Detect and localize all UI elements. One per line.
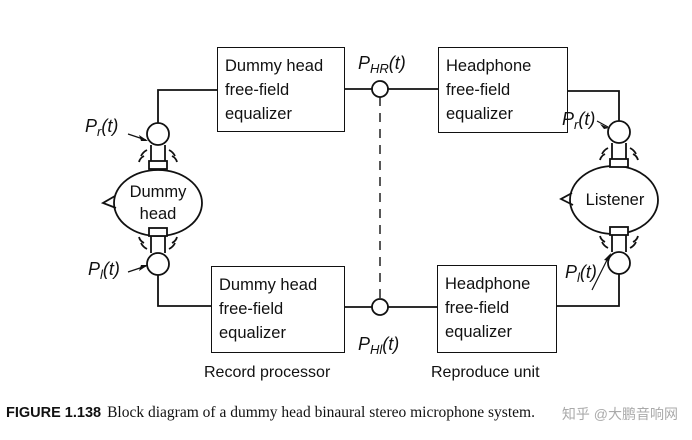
box-line: free-field (219, 300, 284, 318)
reproduce-top-equalizer-box: Headphone free-field equalizer (438, 47, 568, 133)
signal-sub: Hl (370, 342, 383, 357)
box-line: equalizer (446, 105, 513, 123)
box-line: equalizer (225, 105, 292, 123)
signal-p: P (85, 116, 98, 136)
box-line: Headphone (445, 275, 531, 293)
box-line: Dummy head (219, 276, 318, 294)
watermark: 知乎 @大鹏音响网 (561, 406, 678, 422)
figure-caption-text: Block diagram of a dummy head binaural s… (107, 404, 535, 421)
signal-time: (t) (579, 262, 597, 282)
signal-p: P (562, 109, 575, 129)
wire-listener-bottom (557, 274, 620, 307)
junction-hl (371, 298, 389, 316)
signal-label-pl-left: Pl(t) (88, 259, 120, 282)
arrowhead-pl-left (139, 265, 148, 271)
dummy-right-microphone (138, 122, 178, 170)
leader-pr-right (596, 120, 609, 128)
signal-time: (t) (101, 116, 119, 136)
figure-caption-label: FIGURE 1.138 (6, 405, 102, 421)
signal-time: (t) (102, 259, 120, 279)
box-line: free-field (445, 299, 510, 317)
wire-dummy-bottom (157, 275, 211, 307)
record-processor-label: Record processor (204, 364, 331, 381)
signal-time: (t) (382, 334, 400, 354)
wire-dummy-top (157, 89, 217, 123)
record-bottom-equalizer-box: Dummy head free-field equalizer (211, 266, 345, 353)
listener-nose (559, 192, 574, 206)
arrowhead-pr-left (139, 135, 148, 141)
listener-label: Listener (585, 191, 645, 209)
signal-sub: r (97, 124, 102, 139)
dummy-head-label: Dummy head (118, 181, 198, 225)
signal-p: P (88, 259, 101, 279)
dummy-head-label-line: Dummy (129, 183, 187, 201)
record-top-equalizer-box: Dummy head free-field equalizer (217, 47, 345, 132)
signal-label-phl: PHl(t) (358, 334, 399, 357)
reproduce-unit-label: Reproduce unit (431, 364, 540, 381)
signal-sub: l (577, 270, 580, 285)
signal-sub: HR (370, 61, 389, 76)
junction-hr (371, 80, 389, 98)
signal-p: P (358, 334, 371, 354)
box-line: Dummy head (225, 57, 324, 75)
box-line: free-field (446, 81, 511, 99)
box-line: free-field (225, 81, 290, 99)
arrowhead-pl-right (604, 253, 611, 261)
box-line: equalizer (445, 323, 512, 341)
figure-caption: FIGURE 1.138 Block diagram of a dummy hea… (6, 404, 535, 422)
signal-label-phr: PHR(t) (358, 53, 406, 76)
signal-label-pr-right: Pr(t) (562, 109, 595, 132)
signal-sub: r (574, 117, 579, 132)
box-line: Headphone (446, 57, 532, 75)
signal-sub: l (100, 267, 103, 282)
signal-label-pl-right: Pl(t) (565, 262, 597, 285)
signal-label-pr-left: Pr(t) (85, 116, 118, 139)
signal-p: P (565, 262, 578, 282)
leader-pl-right (591, 255, 610, 291)
arrowhead-pr-right (600, 124, 609, 129)
signal-time: (t) (388, 53, 406, 73)
signal-p: P (358, 53, 371, 73)
dummy-head-label-line: head (139, 205, 177, 223)
box-line: equalizer (219, 324, 286, 342)
listener-right-probe (599, 120, 639, 168)
reproduce-bottom-equalizer-box: Headphone free-field equalizer (437, 265, 557, 353)
wire-listener-top (568, 90, 620, 121)
signal-time: (t) (578, 109, 596, 129)
dummy-head-nose (100, 195, 117, 209)
